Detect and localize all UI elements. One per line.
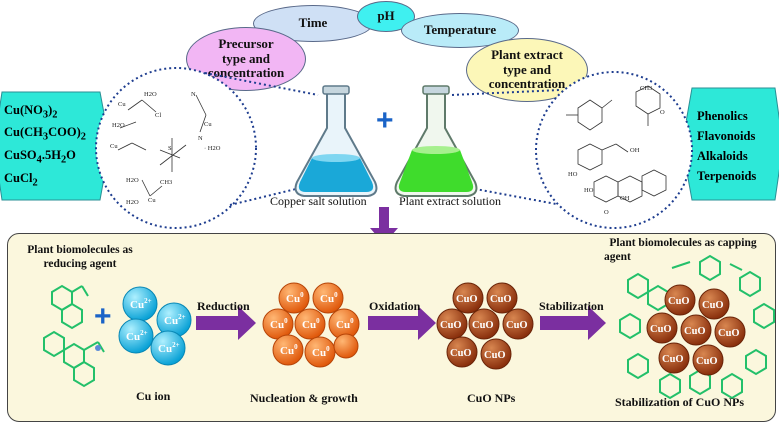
svg-text:CuO: CuO xyxy=(440,320,462,331)
plant-structures-circle xyxy=(535,71,693,229)
oxidation-arrow xyxy=(368,306,436,340)
svg-text:CH3: CH3 xyxy=(160,179,172,186)
copper-salt-structures xyxy=(117,94,207,197)
svg-text:O: O xyxy=(604,209,609,216)
svg-text:CuO: CuO xyxy=(662,354,684,365)
svg-text:Cu0: Cu0 xyxy=(336,317,354,331)
phytochemical-structures xyxy=(566,85,667,203)
svg-text:CH3: CH3 xyxy=(640,85,652,92)
reduction-label: Reduction xyxy=(197,299,250,313)
stabilized-cuo-cluster: CuO CuO CuO CuO CuO CuO CuO xyxy=(646,284,746,376)
stabilization-arrow xyxy=(540,306,606,340)
capping-biomolecules xyxy=(619,254,775,400)
copper-structures-circle xyxy=(95,67,257,229)
svg-text:CuO: CuO xyxy=(472,320,494,331)
cuo-cluster: CuO CuO CuO CuO CuO CuO CuO xyxy=(436,282,534,370)
plant-extract-line-1: Plant extract xyxy=(491,46,563,62)
svg-text:CuO: CuO xyxy=(506,320,528,331)
svg-text:CuO: CuO xyxy=(650,324,672,335)
copper-salts-list: Cu(NO3)2 Cu(CH3COO)2 CuSO4.5H2O CuCl2 xyxy=(4,95,104,197)
phytochemical-item: Alkaloids xyxy=(697,149,748,163)
svg-text:S: S xyxy=(168,145,172,152)
svg-text:H2O: H2O xyxy=(126,177,139,184)
connector-left-bottom xyxy=(229,187,301,206)
svg-text:HO: HO xyxy=(584,187,594,194)
svg-text:Cu0: Cu0 xyxy=(320,291,338,305)
svg-text:H2O: H2O xyxy=(126,199,139,206)
reducing-agent-label: Plant biomolecules as reducing agent xyxy=(27,244,133,271)
svg-text:H2O: H2O xyxy=(144,91,157,98)
phytochemical-item: Terpenoids xyxy=(697,169,757,183)
plant-extract-flask xyxy=(394,85,478,197)
precursor-line-1: Precursor xyxy=(218,35,274,51)
svg-text:Cu: Cu xyxy=(118,101,126,108)
plant-extract-line-3: concentration xyxy=(488,76,566,92)
stabilization-label: Stabilization xyxy=(539,299,604,313)
precursor-line-2: type and xyxy=(221,50,271,66)
svg-text:CuO: CuO xyxy=(684,326,706,337)
reduction-arrow xyxy=(196,306,256,340)
nucleation-label: Nucleation & growth xyxy=(250,391,358,405)
svg-text:CuO: CuO xyxy=(668,296,690,307)
precursor-line-3: concentration xyxy=(207,65,285,81)
oxidation-label: Oxidation xyxy=(369,299,421,313)
copper-salt-item: CuSO4.5H2O xyxy=(4,148,76,166)
svg-text:N: N xyxy=(198,135,203,142)
svg-text:CuO: CuO xyxy=(696,356,718,367)
svg-text:Cu: Cu xyxy=(148,197,156,204)
svg-text:Cl: Cl xyxy=(155,112,161,119)
svg-text:CuO: CuO xyxy=(490,294,512,305)
svg-text:· H2O: · H2O xyxy=(204,145,221,152)
process-plus-sign: + xyxy=(94,300,112,333)
plant-extract-label: Plant extract solution xyxy=(399,194,501,208)
svg-text:OH: OH xyxy=(630,147,640,154)
stabilization-cuo-label: Stabilization of CuO NPs xyxy=(615,395,745,409)
factor-time-label: Time xyxy=(298,15,328,31)
svg-text:HO: HO xyxy=(568,171,578,178)
svg-text:N: N xyxy=(191,91,196,98)
copper-salts-hexagon xyxy=(0,91,111,201)
plant-extract-line-2: type and xyxy=(502,61,552,77)
phytochemical-item: Phenolics xyxy=(697,109,748,123)
cu0-cluster: Cu0 Cu0 Cu0 Cu0 Cu0 Cu0 Cu0 xyxy=(262,282,360,368)
phytochemical-item: Flavonoids xyxy=(697,129,756,143)
svg-text:O: O xyxy=(660,109,665,116)
copper-salt-flask xyxy=(294,85,378,197)
copper-salt-item: Cu(NO3)2 xyxy=(4,102,58,121)
connector-left-top xyxy=(204,72,319,96)
svg-text:CuO: CuO xyxy=(484,350,506,361)
svg-text:Cu0: Cu0 xyxy=(270,317,288,331)
capping-agent-label: Plant biomolecules as capping agent xyxy=(604,237,757,264)
svg-text:CuO: CuO xyxy=(456,294,478,305)
cu-ion-cluster: Cu2+ Cu2+ Cu2+ Cu2+ xyxy=(118,286,192,366)
reducing-biomolecules xyxy=(43,284,105,388)
connector-right-top xyxy=(451,89,561,96)
svg-text:Cu0: Cu0 xyxy=(280,343,298,357)
svg-text:H2O: H2O xyxy=(112,122,125,129)
cuo-nps-label: CuO NPs xyxy=(467,391,516,405)
svg-text:Cu0: Cu0 xyxy=(286,291,304,305)
factor-temperature-label: Temperature xyxy=(423,22,497,38)
svg-text:Cu0: Cu0 xyxy=(312,345,330,359)
svg-text:OH: OH xyxy=(620,195,630,202)
phytochemicals-list: Phenolics Flavonoids Alkaloids Terpenoid… xyxy=(697,96,777,196)
svg-text:Cu0: Cu0 xyxy=(302,317,320,331)
svg-text:Cu: Cu xyxy=(204,121,212,128)
copper-salt-label: Copper salt solution xyxy=(270,194,367,208)
flask-plus-sign: + xyxy=(376,104,394,137)
copper-salt-item: CuCl2 xyxy=(4,170,38,189)
cu-ion-label: Cu ion xyxy=(136,389,171,403)
svg-text:CuO: CuO xyxy=(450,348,472,359)
svg-text:CuO: CuO xyxy=(718,328,740,339)
copper-salt-item: Cu(CH3COO)2 xyxy=(4,125,86,143)
svg-text:CuO: CuO xyxy=(702,300,724,311)
svg-text:Cu: Cu xyxy=(110,143,118,150)
factor-ph-label: pH xyxy=(377,8,395,24)
